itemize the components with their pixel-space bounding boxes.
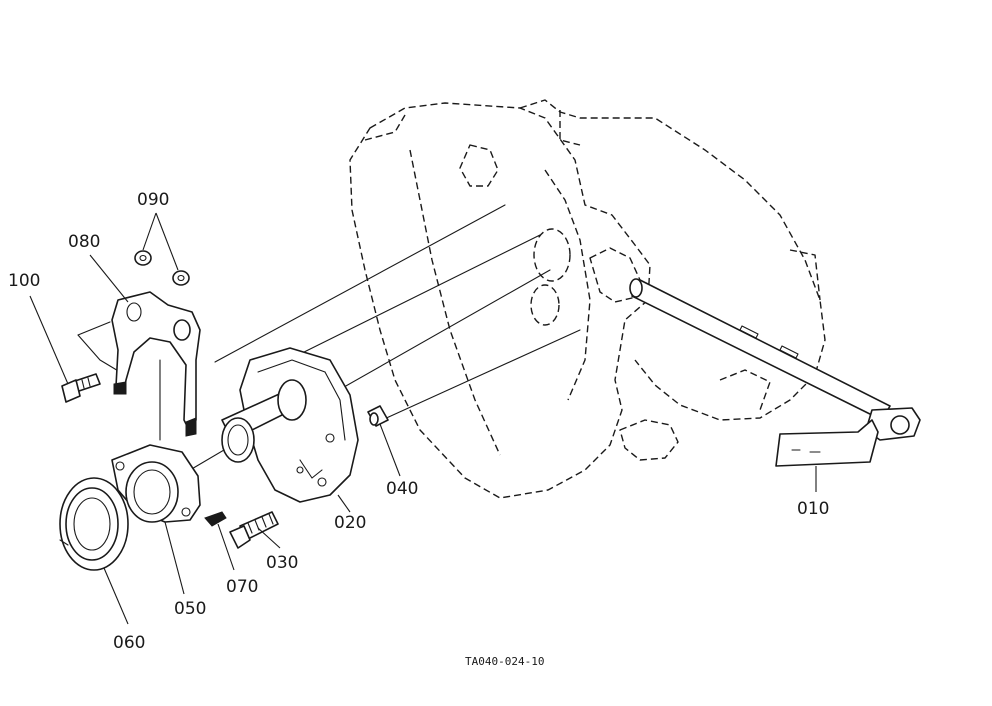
release-hub xyxy=(221,347,359,503)
callout-050: 050 xyxy=(174,599,206,619)
callout-040: 040 xyxy=(386,479,418,499)
release-fork xyxy=(111,291,201,437)
callout-100: 100 xyxy=(8,271,40,291)
callout-labels: 010 020 030 040 050 060 070 080 090 100 xyxy=(8,190,829,653)
retaining-clip xyxy=(204,511,227,527)
callout-060: 060 xyxy=(113,633,145,653)
dowel-pin xyxy=(367,405,389,427)
washers xyxy=(134,250,190,286)
callout-090: 090 xyxy=(137,190,169,210)
callout-010: 010 xyxy=(797,499,829,519)
callout-020: 020 xyxy=(334,513,366,533)
bearing-holder xyxy=(111,444,201,523)
callout-070: 070 xyxy=(226,577,258,597)
release-shaft xyxy=(629,278,921,467)
hub-bolt xyxy=(229,511,279,549)
callout-080: 080 xyxy=(68,232,100,252)
leader-lines xyxy=(29,212,817,625)
callout-030: 030 xyxy=(266,553,298,573)
clutch-housing xyxy=(349,99,826,499)
release-bearing xyxy=(59,477,129,571)
drawing-reference-code: TA040-024-10 xyxy=(465,655,544,668)
fork-bolt xyxy=(61,373,101,403)
